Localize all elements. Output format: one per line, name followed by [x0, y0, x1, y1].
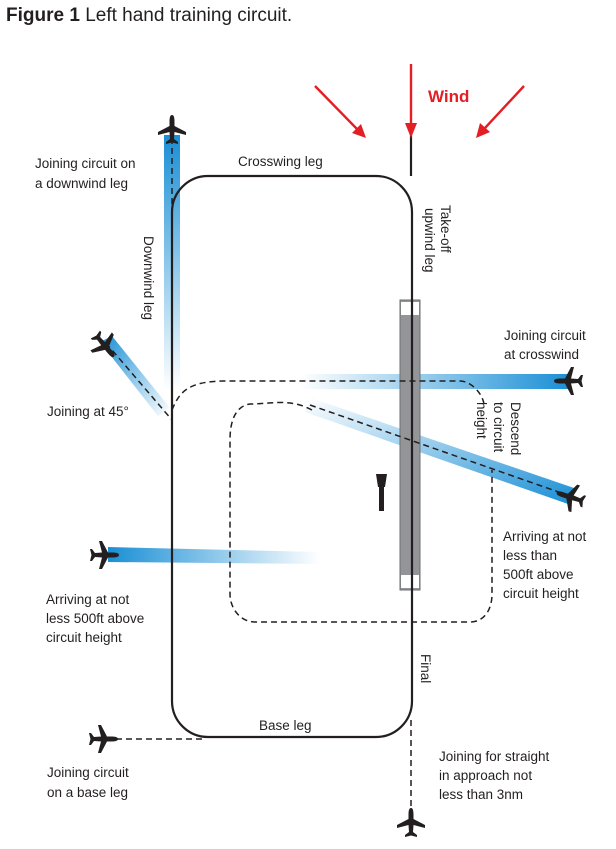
arriving-left-label-line2: less 500ft above — [46, 611, 144, 626]
arriving-right-path — [309, 404, 571, 497]
airplane-icon-downwind-join — [158, 115, 186, 144]
straight-in-label-line3: less than 3nm — [439, 787, 523, 802]
wind-arrow-left — [314, 85, 358, 130]
airplane-icon-arriving-left — [90, 541, 119, 569]
descend-label-line1: Descend — [508, 402, 523, 455]
descend-label-line3: height — [474, 402, 489, 439]
straight-in-label-line2: in approach not — [439, 768, 532, 783]
figure-number: Figure 1 — [6, 5, 80, 26]
arriving-right-label-line3: 500ft above — [503, 567, 574, 582]
arriving-left-label-line1: Arriving at not — [46, 592, 130, 607]
airplane-icon-crosswind-join — [554, 367, 583, 395]
figure-caption: Left hand training circuit. — [85, 5, 293, 26]
airplane-icon-straight-in — [397, 808, 425, 837]
base-join-label-line2: on a base leg — [47, 785, 128, 800]
final-label: Final — [418, 654, 433, 683]
runway — [399, 299, 421, 591]
arriving-left-band — [108, 547, 320, 564]
upwind-leg-label-line1: Take-off — [438, 205, 453, 253]
straight-in-label-line1: Joining for straight — [439, 749, 550, 764]
overhead-join-path — [171, 380, 485, 411]
airplane-icon-base-join — [89, 725, 118, 753]
descend-loop-path — [229, 401, 493, 623]
arriving-left-label-line3: circuit height — [46, 630, 122, 645]
arriving-right-label-line1: Arriving at not — [503, 529, 587, 544]
windsock-icon — [376, 474, 387, 487]
upwind-leg-label-line2: upwind leg — [422, 208, 437, 273]
wind-arrowhead-left — [352, 124, 366, 138]
wind-arrow-right — [484, 85, 525, 129]
descend-label-line2: to circuit — [491, 402, 506, 453]
downwind-join-label-line1: Joining circuit on — [35, 156, 136, 171]
crosswind-leg-label: Crosswing leg — [238, 154, 323, 169]
arriving-right-label-line2: less than — [503, 548, 557, 563]
wind-arrowhead-right — [476, 123, 490, 138]
join-45-path — [105, 342, 173, 421]
wind-arrowhead-center — [405, 123, 417, 138]
join-45-label: Joining at 45° — [47, 404, 129, 419]
runway-threshold-top — [401, 302, 419, 315]
arriving-right-band — [305, 398, 574, 504]
circuit-path — [170, 174, 414, 739]
windsock-pole — [379, 487, 384, 511]
figure-title: Figure 1 Left hand training circuit. — [6, 4, 292, 28]
downwind-leg-label: Downwind leg — [141, 236, 156, 320]
wind-label: Wind — [428, 87, 469, 106]
crosswind-join-label-line1: Joining circuit — [504, 328, 586, 343]
base-join-label-line1: Joining circuit — [47, 765, 129, 780]
arriving-right-label-line4: circuit height — [503, 586, 579, 601]
downwind-join-label-line2: a downwind leg — [35, 176, 128, 191]
runway-threshold-bottom — [401, 575, 419, 588]
crosswind-join-label-line2: at crosswind — [504, 347, 579, 362]
base-leg-label: Base leg — [259, 718, 312, 733]
